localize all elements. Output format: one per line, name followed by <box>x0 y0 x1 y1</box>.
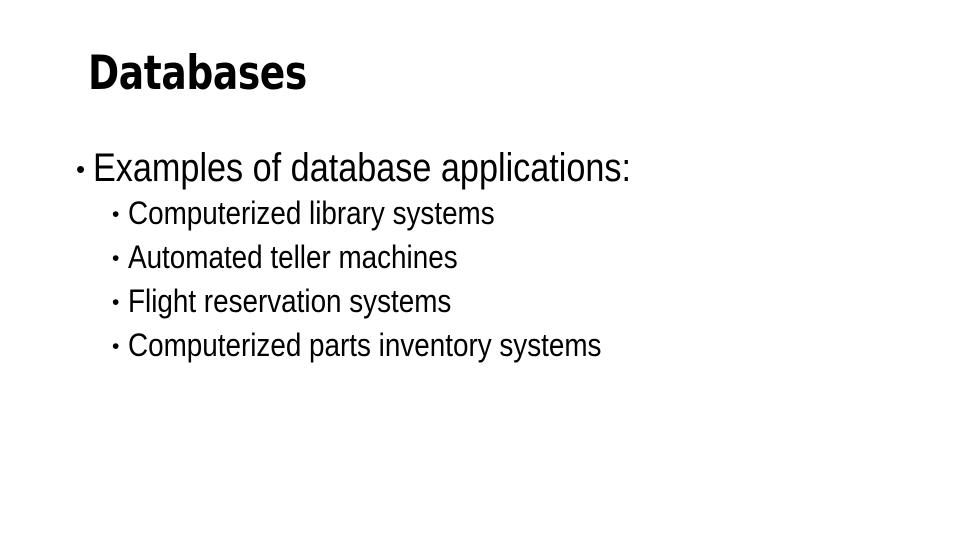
list-item-label: Automated teller machines <box>128 239 458 275</box>
bullet-dot-icon: • <box>112 335 120 358</box>
list-item-label: Computerized library systems <box>128 195 495 231</box>
list-item-label: Computerized parts inventory systems <box>128 327 602 363</box>
list-item-label: Examples of database applications: <box>93 146 632 190</box>
page-title: Databases <box>88 46 307 101</box>
list-item: • Flight reservation systems <box>112 283 500 321</box>
list-item: • Computerized library systems <box>112 195 549 233</box>
bullet-dot-icon: • <box>112 247 120 270</box>
list-item-label: Flight reservation systems <box>128 283 452 319</box>
list-item: • Automated teller machines <box>112 239 507 277</box>
bullet-dot-icon: • <box>112 203 120 226</box>
list-item: • Computerized parts inventory systems <box>112 327 672 365</box>
bullet-dot-icon: • <box>112 291 120 314</box>
list-item: •Examples of database applications: <box>76 146 722 191</box>
bullet-dot-icon: • <box>76 154 86 184</box>
